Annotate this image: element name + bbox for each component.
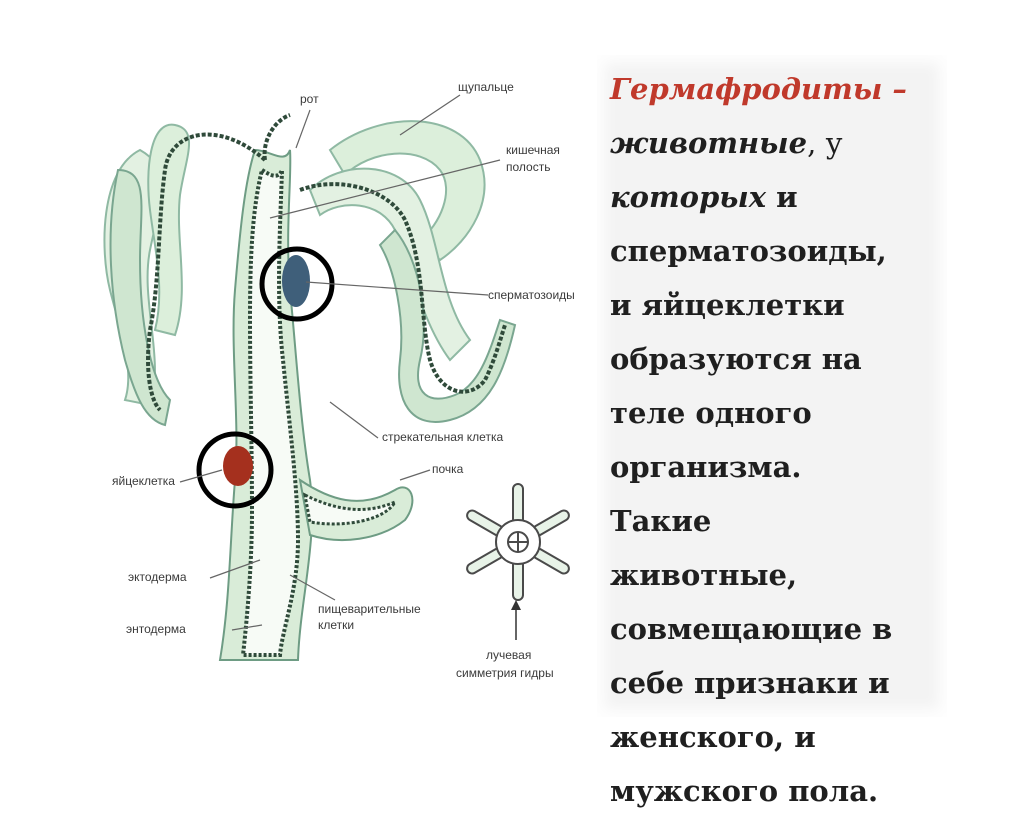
slide: рот щупальце кишечная полость сперматозо… (103, 55, 947, 808)
text-line-14: мужского пола. (610, 774, 879, 808)
text-line-3: которых и (610, 170, 950, 224)
text-animals-italic: животные (610, 126, 808, 160)
leader-lines (179, 94, 501, 631)
tentacle-right (308, 120, 517, 423)
radial-symmetry-icon (466, 483, 570, 601)
text-line-11: совмещающие в (610, 612, 893, 646)
text-line-7: теле одного (610, 396, 812, 430)
label-gut-cavity-1: кишечная (506, 143, 560, 157)
hydra-body (218, 148, 414, 661)
text-line-12: себе признаки и (610, 666, 890, 700)
text-panel (597, 55, 947, 717)
label-symmetry-1: лучевая (486, 648, 532, 662)
symmetry-arrow (511, 600, 521, 640)
label-ectoderm: эктодерма (128, 570, 187, 584)
text-line-9: Такие (610, 504, 712, 538)
label-endoderm: энтодерма (126, 622, 186, 636)
label-digestive-1: пищеварительные (318, 602, 421, 616)
label-sperm: сперматозоиды (488, 288, 575, 302)
text-line-1: Гермафродиты – (610, 62, 950, 116)
label-gut-cavity-2: полость (506, 160, 551, 174)
text-line-2: животные, у (610, 116, 950, 170)
label-symmetry-2: симметрия гидры (456, 666, 554, 680)
tentacle-left (103, 123, 190, 427)
label-bud: почка (432, 462, 464, 476)
label-stinging-cell: стрекательная клетка (382, 430, 504, 444)
egg-cell (223, 446, 253, 486)
text-line-8: организма. (610, 450, 802, 484)
hydra-diagram (103, 94, 570, 661)
text-line-5: и яйцеклетки (610, 288, 845, 322)
text-line-10: животные, (610, 558, 798, 592)
text-and: и (766, 180, 798, 214)
term-hermaphrodites: Гермафродиты – (610, 72, 907, 106)
label-mouth: рот (300, 92, 319, 106)
text-u: , у (807, 126, 843, 160)
text-which-italic: которых (610, 180, 767, 214)
sperm-cluster (282, 255, 310, 307)
label-egg: яйцеклетка (112, 474, 175, 488)
label-tentacle: щупальце (458, 80, 514, 94)
text-line-4: сперматозоиды, (610, 234, 887, 268)
label-digestive-2: клетки (318, 618, 355, 632)
text-line-13: женского, и (610, 720, 816, 754)
text-line-6: образуются на (610, 342, 862, 376)
egg-highlight-circle (196, 431, 274, 509)
tentacle-endoderm (146, 113, 507, 412)
definition-text: Гермафродиты – животные, у которых и спе… (610, 62, 950, 818)
